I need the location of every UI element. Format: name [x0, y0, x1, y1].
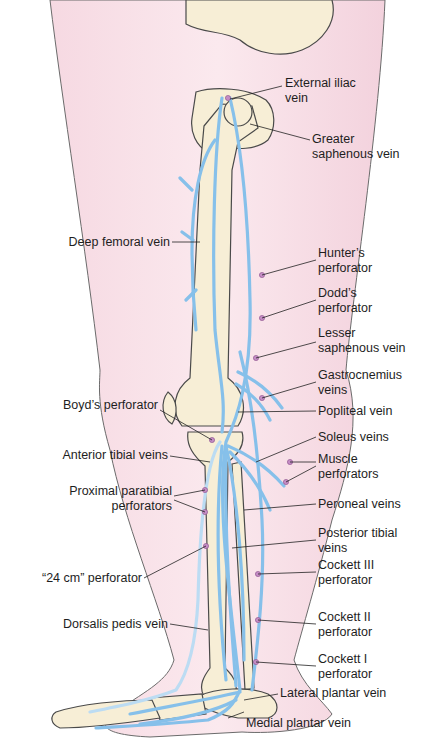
patella: [163, 392, 176, 424]
posterior-tibial-veins: [218, 446, 236, 686]
plantar-veins: [130, 692, 240, 724]
anatomy-label: Cockett I perforator: [318, 652, 408, 682]
anatomy-label: “24 cm” perforator: [42, 571, 142, 586]
anatomy-label: Proximal paratibial perforators: [48, 484, 172, 514]
anatomy-label: Dodd’s perforator: [318, 286, 408, 316]
anatomy-label: Lateral plantar vein: [280, 686, 386, 701]
great-saphenous-vein: [96, 98, 250, 728]
anatomy-label: Soleus veins: [318, 430, 389, 445]
anatomy-label: Popliteal vein: [318, 404, 392, 419]
anatomy-label: Posterior tibial veins: [318, 526, 418, 556]
deep-femoral-vein: [192, 140, 215, 330]
anatomy-label: Medial plantar vein: [246, 716, 351, 731]
anatomy-label: Cockett II perforator: [318, 610, 408, 640]
anatomy-label: Cockett III perforator: [318, 558, 408, 588]
perforators: [202, 95, 292, 664]
pelvis: [186, 0, 333, 54]
anatomy-label: External iliac vein: [285, 76, 377, 106]
anatomy-label: Deep femoral vein: [69, 235, 170, 250]
anatomy-label: Hunter’s perforator: [318, 246, 408, 276]
anatomy-label: Lesser saphenous vein: [318, 326, 413, 356]
femoral-vein: [214, 98, 224, 432]
anatomy-label: Peroneal veins: [318, 497, 401, 512]
deep-femoral-branch: [180, 178, 196, 300]
anatomy-label: Gastrocnemius veins: [318, 368, 418, 398]
bones: [52, 0, 333, 728]
gastrocnemius-veins: [236, 372, 282, 420]
anatomy-label: Boyd’s perforator: [63, 398, 158, 413]
anatomy-label: Greater saphenous vein: [312, 132, 412, 162]
veins: [90, 98, 284, 728]
anatomy-label: Muscle perforators: [318, 452, 398, 482]
leader-lines: [144, 86, 316, 718]
anatomy-label: Dorsalis pedis vein: [63, 617, 168, 632]
anatomy-label: Anterior tibial veins: [62, 448, 168, 463]
femoral-head: [224, 98, 252, 126]
